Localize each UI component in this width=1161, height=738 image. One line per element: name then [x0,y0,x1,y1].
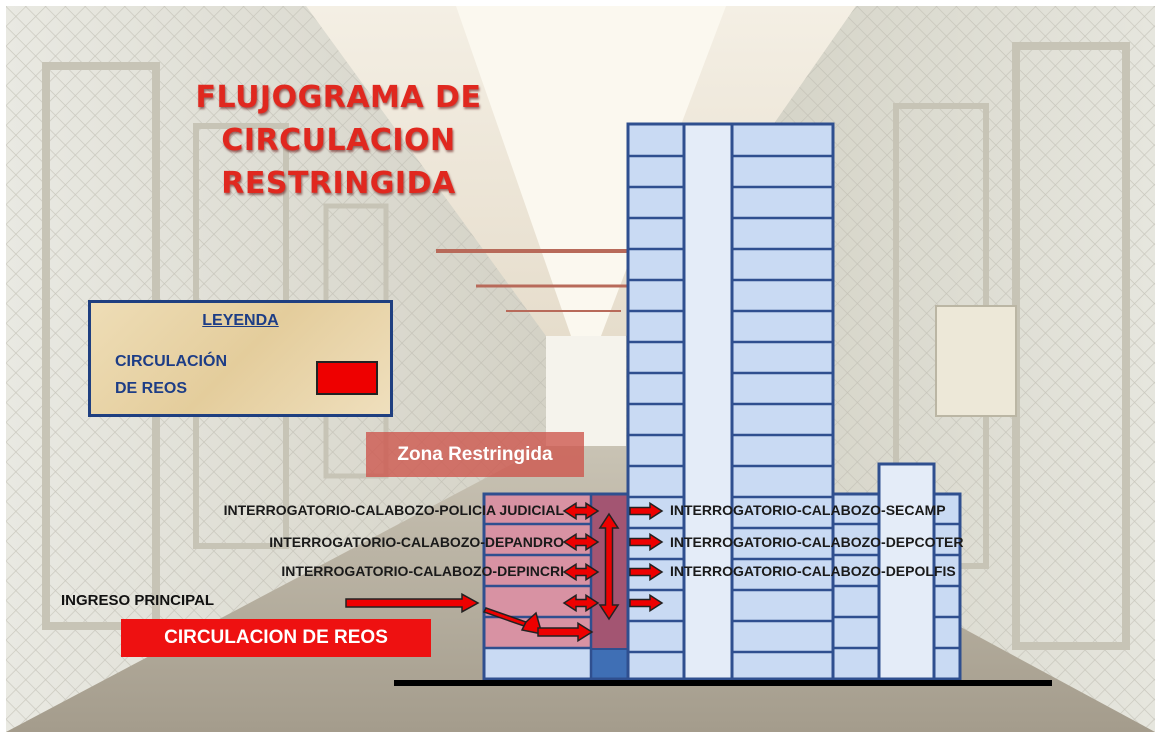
double-arrow-icon [562,501,600,521]
annex-right [831,462,962,681]
legend-heading: LEYENDA [202,312,279,329]
double-arrow-icon [562,562,600,582]
right-arrow-icon [629,593,664,613]
double-arrow-icon [562,593,600,613]
building-diagram [345,122,1052,686]
restricted-zone-label: Zona Restringida [366,432,584,477]
legend-label-line-1: CIRCULACIÓN [115,353,227,370]
tower [626,122,835,681]
left-label-3: INTERROGATORIO-CALABOZO-DEPINCRI [281,563,564,579]
circulation-label: CIRCULACION DE REOS [121,619,431,657]
left-label-1: INTERROGATORIO-CALABOZO-POLICIA JUDICIAL [223,502,564,518]
right-label-3: INTERROGATORIO-CALABOZO-DEPOLFIS [670,563,956,579]
left-label-2: INTERROGATORIO-CALABOZO-DEPANDRO [269,534,564,550]
right-arrow-icon [629,532,664,552]
right-arrow-icon [537,621,594,643]
legend-color-swatch [316,361,378,395]
legend-label-line-2: DE REOS [115,380,188,397]
right-arrow-icon [629,501,664,521]
vertical-double-arrow-icon [598,512,620,621]
slide: FLUJOGRAMA DE CIRCULACION RESTRINGIDA LE… [6,6,1155,732]
entrance-label: INGRESO PRINCIPAL [61,592,215,609]
right-label-1: INTERROGATORIO-CALABOZO-SECAMP [670,502,946,518]
entrance-arrow-icon [345,592,480,614]
legend-box: LEYENDA CIRCULACIÓN DE REOS [88,300,393,417]
title-line-3: RESTRINGIDA [221,166,456,201]
right-label-2: INTERROGATORIO-CALABOZO-DEPCOTER [670,534,964,550]
double-arrow-icon [562,532,600,552]
title-line-1: FLUJOGRAMA DE [195,80,482,115]
title-line-2: CIRCULACION [221,123,456,158]
right-arrow-icon [629,562,664,582]
